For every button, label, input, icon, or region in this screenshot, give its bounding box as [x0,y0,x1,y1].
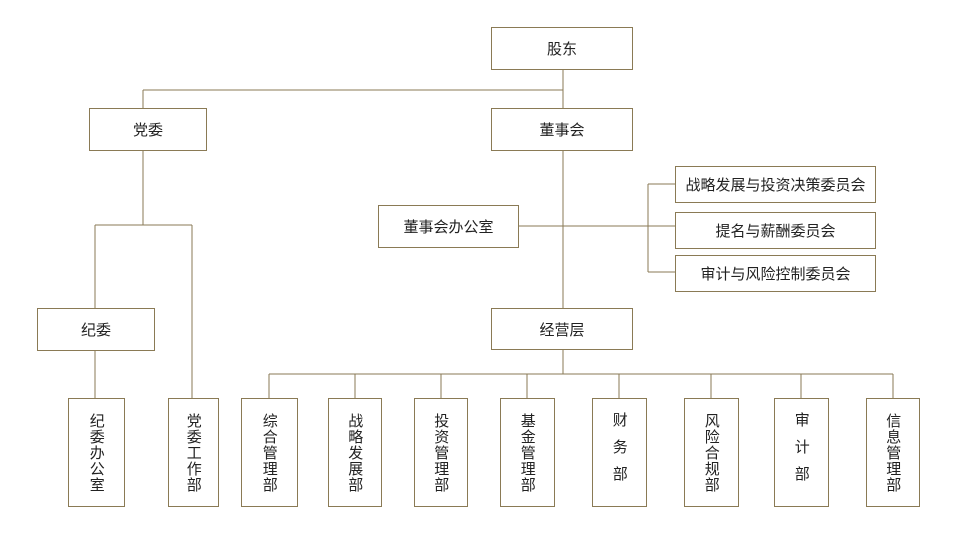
node-dept-fund: 基金管理部 [500,398,555,507]
node-party-work-dept: 党委工作部 [168,398,219,507]
node-audit-committee: 审计与风险控制委员会 [675,255,876,292]
node-party-committee: 党委 [89,108,207,151]
node-dept-label: 信息管理部 [884,412,903,493]
node-nomination-committee-label: 提名与薪酬委员会 [715,222,836,240]
node-board-office: 董事会办公室 [378,205,519,248]
node-dept-audit: 审计部 [774,398,829,507]
node-party-work-dept-label: 党委工作部 [184,412,203,493]
node-party-committee-label: 党委 [132,121,163,139]
node-dept-finance: 财务部 [592,398,647,507]
node-strategy-committee-label: 战略发展与投资决策委员会 [685,176,866,194]
node-dept-general: 综合管理部 [241,398,298,507]
node-dept-label: 财务部 [610,412,629,493]
node-discipline-committee: 纪委 [37,308,155,351]
node-nomination-committee: 提名与薪酬委员会 [675,212,876,249]
node-board-label: 董事会 [539,121,585,139]
node-board-office-label: 董事会办公室 [403,218,494,236]
node-discipline-office: 纪委办公室 [68,398,125,507]
node-management-label: 经营层 [539,320,585,339]
node-management: 经营层 [491,308,633,350]
node-strategy-committee: 战略发展与投资决策委员会 [675,166,876,203]
node-discipline-office-label: 纪委办公室 [87,412,106,493]
node-dept-label: 投资管理部 [432,412,451,493]
node-dept-label: 审计部 [792,412,811,493]
node-dept-investment: 投资管理部 [414,398,468,507]
node-dept-label: 基金管理部 [518,412,537,493]
node-dept-label: 战略发展部 [346,412,365,493]
node-shareholders-label: 股东 [546,40,577,58]
node-audit-committee-label: 审计与风险控制委员会 [700,265,851,283]
node-dept-label: 综合管理部 [260,412,279,493]
node-discipline-committee-label: 纪委 [80,321,111,339]
node-shareholders: 股东 [491,27,633,70]
node-dept-strategy: 战略发展部 [328,398,382,507]
node-dept-information: 信息管理部 [866,398,920,507]
node-dept-risk: 风险合规部 [684,398,739,507]
node-board: 董事会 [491,108,633,151]
node-dept-label: 风险合规部 [702,412,721,493]
